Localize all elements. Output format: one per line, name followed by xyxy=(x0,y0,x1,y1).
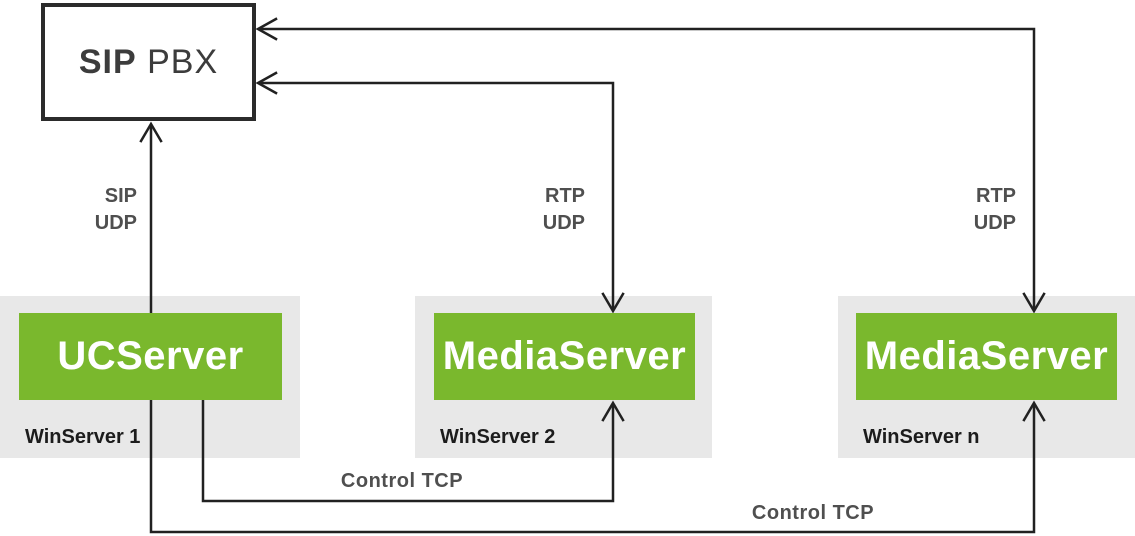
protocol-name: SIP xyxy=(104,185,137,207)
arrow-up-icon xyxy=(1022,400,1046,422)
transport-name: UDP xyxy=(973,212,1016,234)
host-label: WinServer 1 xyxy=(25,426,141,448)
label-rtp-udp-mediaserver-n: RTP UDP xyxy=(916,183,1016,237)
line-rtp-udp-pbx-mediaserver-n xyxy=(255,17,1046,314)
mediaserver-n-box: MediaServer xyxy=(856,313,1117,400)
arrow-down-icon xyxy=(1022,292,1046,314)
label-control-tcp-mediaserver-2: Control TCP xyxy=(340,470,464,492)
arrow-down-icon xyxy=(601,292,625,314)
line-control-tcp-ucserver-mediaserver-2 xyxy=(201,400,625,503)
line-control-tcp-ucserver-mediaserver-n xyxy=(149,400,1046,534)
transport-name: UDP xyxy=(94,212,137,234)
ucserver-box: UCServer xyxy=(19,313,282,400)
line-rtp-udp-pbx-mediaserver-2 xyxy=(255,71,625,314)
mediaserver-2-box: MediaServer xyxy=(434,313,695,400)
transport-name: UDP xyxy=(542,212,585,234)
host-label: WinServer 2 xyxy=(440,426,556,448)
label-control-tcp-mediaserver-n: Control TCP xyxy=(751,502,875,524)
pbx-label-bold: SIP xyxy=(78,42,137,81)
arrow-up-icon xyxy=(139,121,163,143)
label-rtp-udp-mediaserver-2: RTP UDP xyxy=(485,183,585,237)
label-sip-udp: SIP UDP xyxy=(37,183,137,237)
arrow-left-icon xyxy=(255,17,278,41)
sip-pbx-box: SIP PBX xyxy=(41,3,256,121)
pbx-label-regular: PBX xyxy=(136,42,219,81)
arrow-up-icon xyxy=(601,400,625,422)
protocol-name: RTP xyxy=(545,185,585,207)
host-label: WinServer n xyxy=(863,426,980,448)
line-sip-udp-ucserver-to-pbx xyxy=(139,121,163,313)
arrow-left-icon xyxy=(255,71,278,95)
protocol-name: RTP xyxy=(976,185,1016,207)
